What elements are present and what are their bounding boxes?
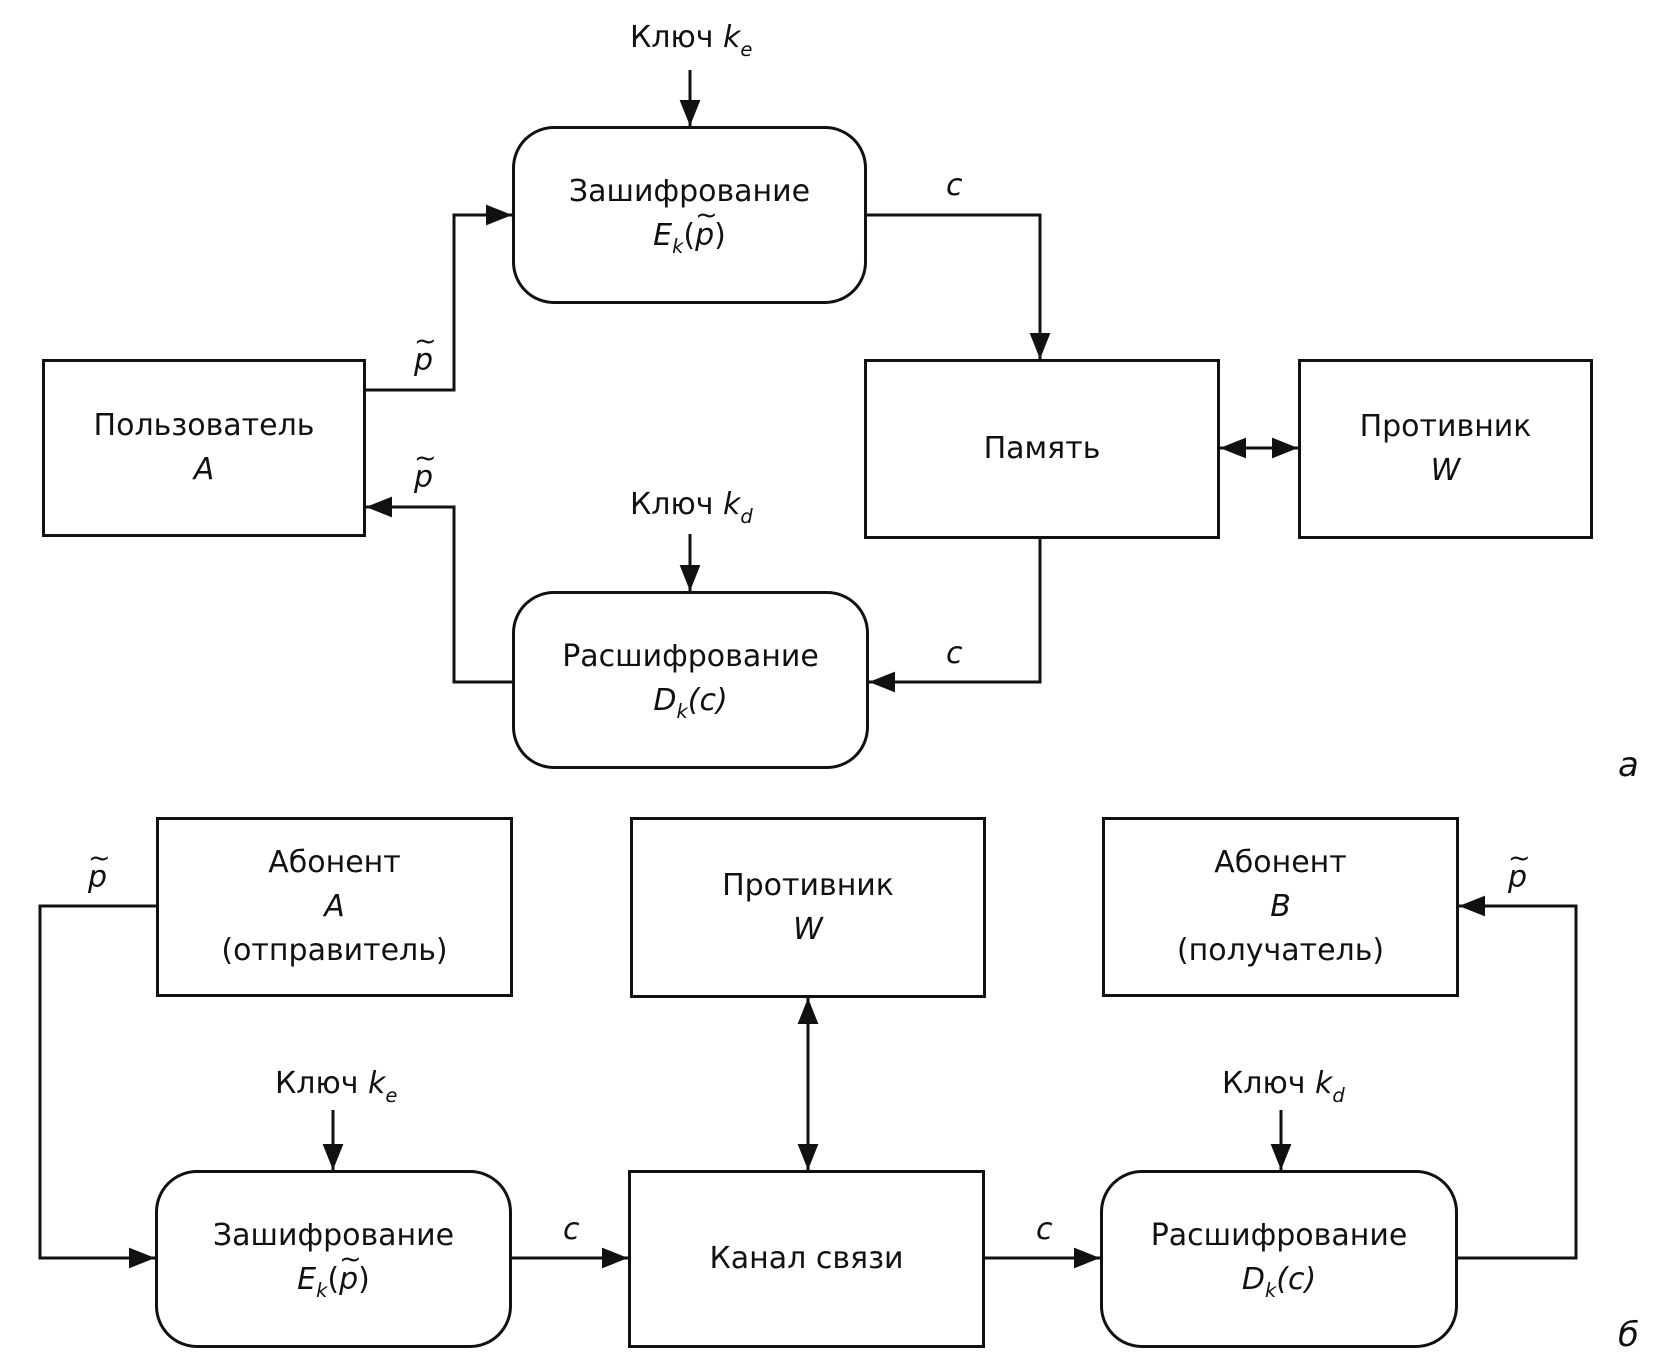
key-e-label-b: Ключ ke <box>275 1066 398 1107</box>
decryption-title: Расшифрование <box>1150 1217 1408 1253</box>
key-e-label-a: Ключ ke <box>630 20 753 61</box>
encryption-formula: Ek(p) <box>653 194 726 261</box>
panel-label-b: б <box>1618 1315 1639 1355</box>
receiver-title: Абонент <box>1214 845 1347 880</box>
sender-symbol: A <box>324 889 345 924</box>
decryption-formula: Dk(c) <box>1241 1261 1317 1303</box>
adversary-title: Противник <box>722 867 894 903</box>
p-to-encryption-line-a <box>366 204 512 392</box>
key-d-label-a: Ключ kd <box>630 487 753 528</box>
ciphertext-label-right-b: c <box>1036 1212 1053 1247</box>
encryption-formula: Ek(p) <box>297 1238 370 1305</box>
ciphertext-label-left-b: c <box>563 1212 580 1247</box>
channel-title: Канал связи <box>709 1241 904 1276</box>
adversary-title: Противник <box>1359 409 1532 444</box>
ciphertext-label-bottom-a: c <box>946 636 963 671</box>
adversary-symbol: W <box>793 911 823 947</box>
receiver-symbol: B <box>1270 889 1291 924</box>
plaintext-label-left-b: p <box>88 841 107 896</box>
memory-block-a: Память <box>864 359 1220 539</box>
sender-role: (отправитель) <box>221 933 448 968</box>
sender-title: Абонент <box>268 845 401 880</box>
c-to-memory-line-a <box>867 213 1051 359</box>
encryption-block-b: Зашифрование Ek(p) <box>155 1170 512 1348</box>
encryption-title: Зашифрование <box>568 173 811 209</box>
plaintext-label-right-b: p <box>1508 841 1527 896</box>
sender-block-b: Абонент A (отправитель) <box>156 817 513 997</box>
user-title: Пользователь <box>93 408 315 443</box>
key-d-label-b: Ключ kd <box>1222 1066 1345 1107</box>
adversary-block-a: Противник W <box>1298 359 1593 539</box>
adversary-symbol: W <box>1430 453 1461 488</box>
receiver-role: (получатель) <box>1176 933 1385 968</box>
sender-to-encryption-line-b <box>38 904 156 1269</box>
plaintext-label-out-a: p <box>414 324 433 379</box>
channel-block-b: Канал связи <box>628 1170 985 1348</box>
decryption-block-a: Расшифрование Dk(c) <box>512 591 869 769</box>
user-symbol: A <box>193 452 215 487</box>
decryption-to-receiver-line-b <box>1458 895 1578 1260</box>
decryption-to-user-line-a <box>366 496 512 684</box>
encryption-block-a: Зашифрование Ek(p) <box>512 126 867 304</box>
encryption-title: Зашифрование <box>212 1217 455 1253</box>
decryption-block-b: Расшифрование Dk(c) <box>1100 1170 1458 1348</box>
memory-title: Память <box>983 431 1101 466</box>
decryption-formula: Dk(c) <box>653 682 728 724</box>
memory-to-decryption-line-a <box>869 539 1042 693</box>
user-block-a: Пользователь A <box>42 359 366 537</box>
panel-label-a: а <box>1618 745 1639 785</box>
decryption-title: Расшифрование <box>562 638 819 674</box>
ciphertext-label-top-a: c <box>946 168 963 203</box>
plaintext-label-in-a: p <box>414 441 433 496</box>
receiver-block-b: Абонент B (получатель) <box>1102 817 1459 997</box>
adversary-block-b: Противник W <box>630 817 986 998</box>
